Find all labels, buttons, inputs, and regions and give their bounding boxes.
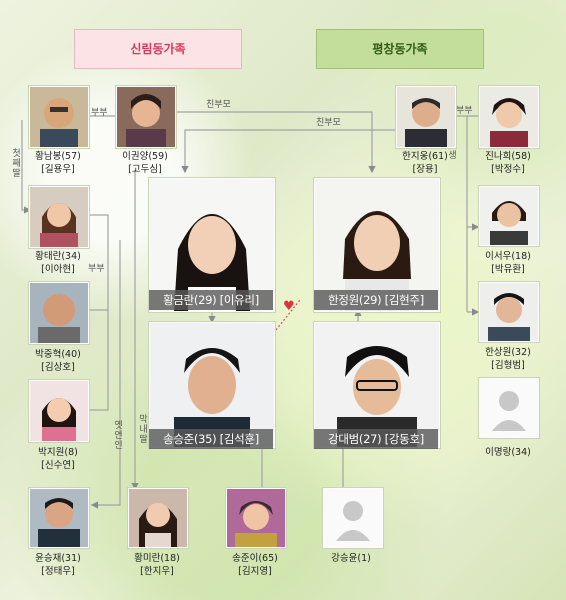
relation-label-first-daughter: 첫째딸 — [10, 148, 20, 178]
relation-label-ex-lover: 옛연인 — [112, 420, 122, 450]
portrait-photo — [29, 488, 89, 548]
person-name: 윤승재(31) — [35, 553, 81, 564]
actor-name: [김지영] — [238, 566, 272, 577]
relation-label-cheonbumo: 친부모 — [206, 100, 231, 110]
portrait-photo — [149, 178, 275, 312]
family-header-sillim: 신림동가족 — [74, 29, 242, 69]
actor-name: [박정수] — [491, 164, 525, 175]
person-label: 한정원(29) [김현주] — [314, 290, 438, 310]
actor-name: [김상호] — [41, 362, 75, 373]
person-name: 진나희(58) — [485, 151, 531, 162]
portrait-photo — [226, 488, 286, 548]
person-name: 박중혁(40) — [35, 349, 81, 360]
person-name: 박지원(8) — [38, 447, 78, 458]
portrait-photo — [29, 282, 89, 344]
actor-name: [박유환] — [491, 264, 525, 275]
person-label: 송승준(35) [김석훈] — [149, 429, 273, 449]
person-label: 강대범(27) [강동호] — [314, 429, 438, 449]
family-header-pyeongchang: 평창동가족 — [316, 29, 484, 69]
actor-name: [신수연] — [41, 460, 75, 471]
portrait-photo — [29, 86, 89, 148]
person-name: 황미란(18) — [134, 553, 180, 564]
person-name: 이권양(59) — [122, 151, 168, 162]
person-name: 이명랑(34) — [485, 447, 531, 458]
actor-name: [장용] — [412, 164, 438, 175]
actor-name: [김형범] — [491, 360, 525, 371]
relation-label-bubu: 부부 — [88, 264, 105, 274]
actor-name: [이아현] — [41, 264, 75, 275]
person-name: 강승윤(1) — [331, 553, 371, 564]
portrait-photo — [479, 282, 539, 342]
relation-label-youngest-daughter: 막내딸 — [137, 414, 147, 444]
actor-name: [길용우] — [41, 164, 75, 175]
person-name: 송준이(65) — [232, 553, 278, 564]
person-name: 한지웅(61) — [402, 151, 448, 162]
person-silhouette-icon — [323, 488, 383, 548]
person-name: 이서우(18) — [485, 251, 531, 262]
actor-name: [한지우] — [140, 566, 174, 577]
person-silhouette-icon — [479, 378, 539, 438]
portrait-photo — [479, 86, 539, 148]
person-label: 황금란(29) [이유리] — [149, 290, 273, 310]
person-name: 황태란(34) — [35, 251, 81, 262]
actor-name: [고두심] — [128, 164, 162, 175]
relation-label-bubu: 부부 — [456, 106, 473, 116]
relation-label-bubu: 부부 — [91, 108, 108, 118]
portrait-photo — [29, 186, 89, 248]
relation-label-cheonbumo: 친부모 — [316, 118, 341, 128]
person-name: 한상원(32) — [485, 347, 531, 358]
portrait-photo — [396, 86, 456, 148]
heart-icon: ♥ — [283, 299, 295, 314]
portrait-photo — [116, 86, 176, 148]
portrait-photo — [479, 186, 539, 246]
person-name: 황남봉(57) — [35, 151, 81, 162]
portrait-photo — [128, 488, 188, 548]
portrait-photo — [149, 322, 275, 448]
portrait-photo — [29, 380, 89, 442]
portrait-photo — [314, 178, 440, 312]
actor-name: [정태우] — [41, 566, 75, 577]
